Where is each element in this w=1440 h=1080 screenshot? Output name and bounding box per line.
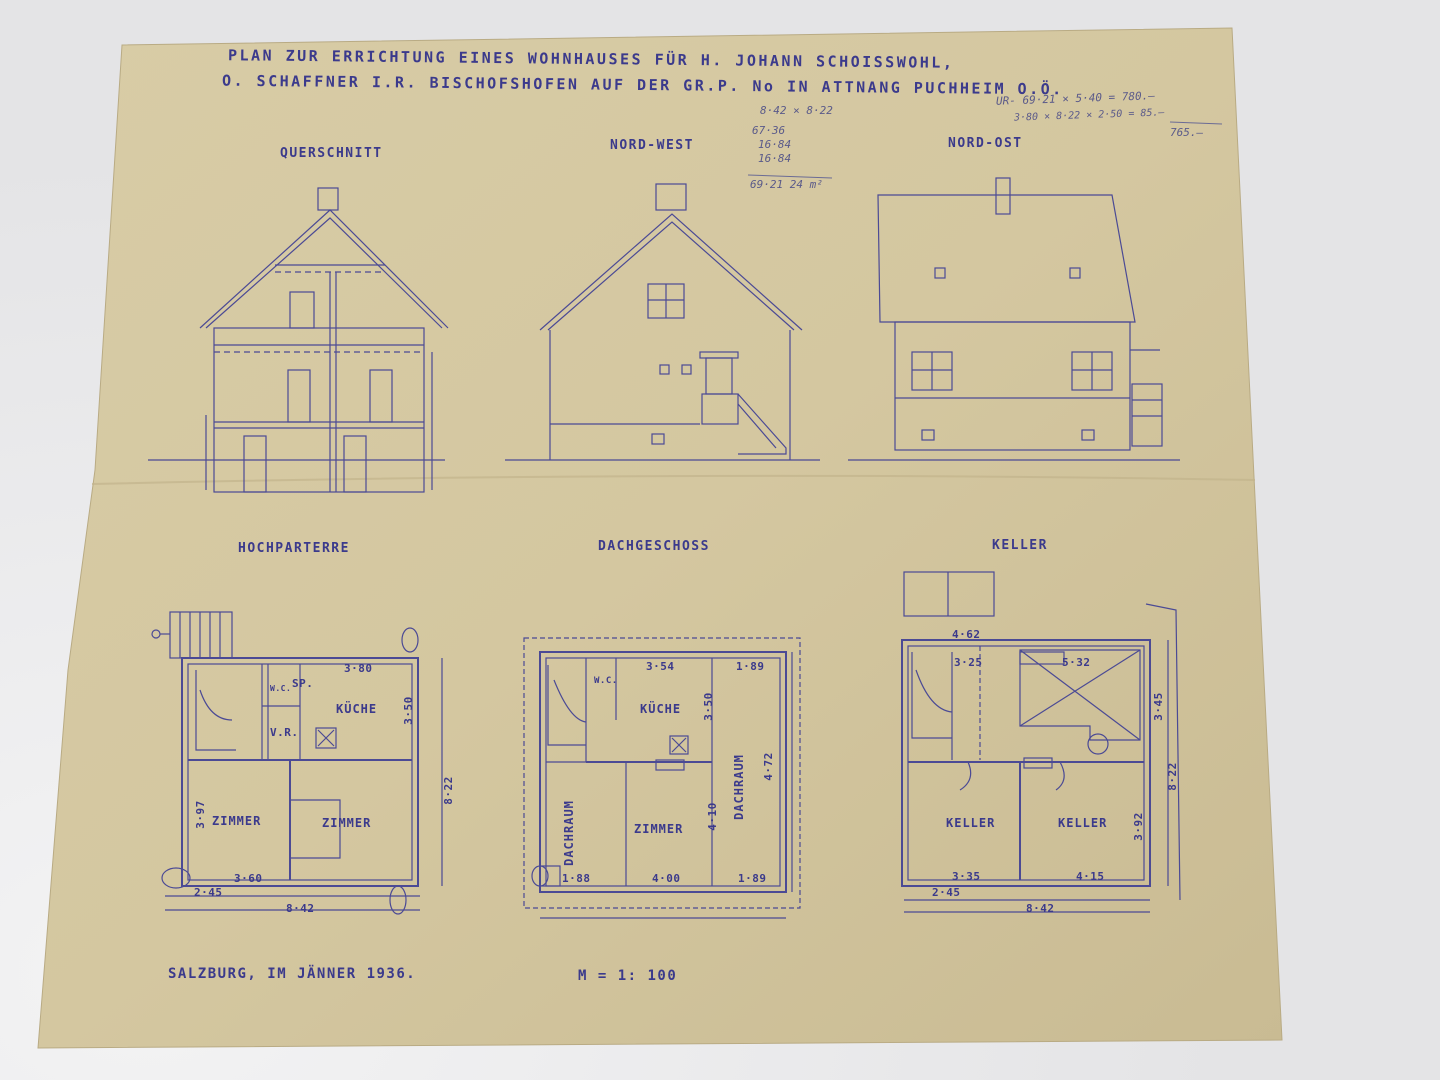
pencil-note-8: 765.—	[1170, 126, 1204, 139]
room-zimmer-left: ZIMMER	[212, 814, 262, 828]
pencil-note-4: 16·84	[758, 152, 792, 165]
nord-ost-drawing	[848, 177, 1180, 461]
dim-dg-left: 1·88	[562, 872, 591, 885]
room-keller-left: KELLER	[946, 816, 996, 830]
dim-k-bottom-right: 4·15	[1076, 870, 1105, 883]
dim-k-inner: 5·32	[1062, 656, 1091, 669]
room-zimmer-dachgeschoss: ZIMMER	[634, 822, 684, 836]
pencil-note-3: 16·84	[758, 138, 792, 151]
dim-dg-zimmer-height: 4·10	[705, 802, 719, 831]
dim-k-total: 8·42	[1026, 902, 1055, 915]
pencil-lines	[747, 121, 1223, 179]
querschnitt-drawing	[148, 187, 449, 493]
dim-k-bottom-left: 3·35	[952, 870, 981, 883]
dim-hp-bottom-left: 3·60	[234, 872, 263, 885]
dim-k-side: 3·92	[1131, 812, 1145, 841]
room-vorraum: V.R.	[270, 726, 299, 739]
keller-drawing	[901, 571, 1181, 913]
room-kueche-dachgeschoss: KÜCHE	[640, 702, 682, 716]
dim-hp-height: 8·22	[441, 776, 455, 805]
nord-west-drawing	[505, 183, 820, 461]
room-dachraum-right: DACHRAUM	[731, 754, 746, 820]
dim-k-left: 3·25	[954, 656, 983, 669]
room-kueche-hochparterre: KÜCHE	[336, 702, 378, 716]
hochparterre-drawing	[151, 611, 443, 915]
dim-hp-kueche-height: 3·50	[401, 696, 415, 725]
room-dachraum-left: DACHRAUM	[561, 800, 576, 866]
view-title-dachgeschoss: DACHGESCHOSS	[598, 539, 710, 554]
dim-hp-sub: 2·45	[194, 886, 223, 899]
view-title-hochparterre: HOCHPARTERRE	[238, 541, 350, 556]
dim-dg-kueche-height: 3·50	[701, 692, 715, 721]
pencil-note-5: 69·21 24 m²	[750, 178, 823, 191]
dim-dg-mid: 4·00	[652, 872, 681, 885]
room-speis: SP.	[292, 677, 314, 690]
dim-k-top: 4·62	[952, 628, 981, 641]
scale-label: M = 1: 100	[578, 968, 678, 984]
view-title-querschnitt: QUERSCHNITT	[280, 146, 383, 161]
room-keller-right: KELLER	[1058, 816, 1108, 830]
dim-k-sub: 2·45	[932, 886, 961, 899]
place-date: SALZBURG, IM JÄNNER 1936.	[168, 966, 417, 982]
paper-sheet	[37, 27, 1283, 1049]
fold-line	[91, 474, 1256, 485]
dim-dg-height: 4·72	[761, 752, 775, 781]
dim-hp-top: 3·80	[344, 662, 373, 675]
view-title-keller: KELLER	[992, 538, 1048, 553]
dim-k-height: 8·22	[1165, 762, 1179, 791]
dim-k-side2: 3·45	[1151, 692, 1165, 721]
pencil-note-1: 8·42 × 8·22	[760, 104, 833, 117]
room-wc-hochparterre: W.C.	[270, 684, 292, 693]
dim-dg-right: 1·89	[738, 872, 767, 885]
dim-dg-top: 3·54	[646, 660, 675, 673]
room-zimmer-right: ZIMMER	[322, 816, 372, 830]
dim-dg-top-right: 1·89	[736, 660, 765, 673]
pencil-note-2: 67·36	[752, 124, 786, 137]
view-title-nord-west: NORD-WEST	[610, 138, 694, 153]
view-title-nord-ost: NORD-OST	[948, 136, 1023, 151]
line-work	[148, 177, 1181, 919]
room-wc-dachgeschoss: W.C.	[594, 676, 618, 686]
dachgeschoss-drawing	[523, 637, 801, 919]
dim-hp-total: 8·42	[286, 902, 315, 915]
dim-hp-zimmer-height: 3·97	[193, 800, 207, 829]
